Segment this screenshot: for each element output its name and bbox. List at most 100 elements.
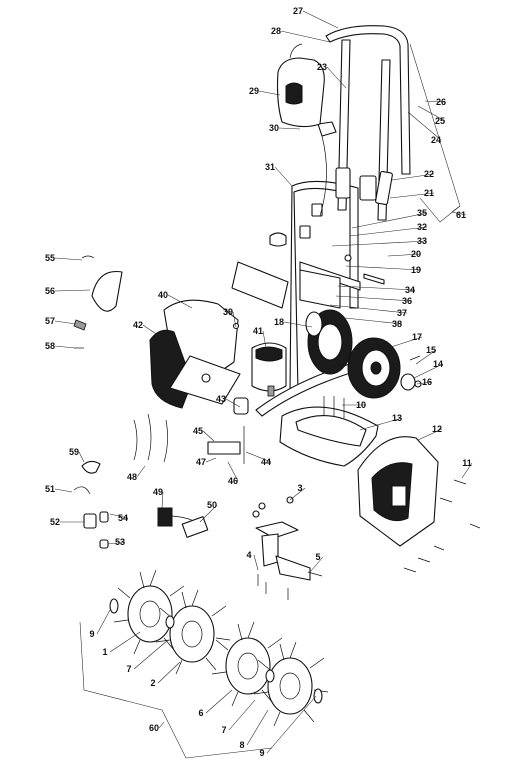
leader-line-20 xyxy=(387,253,422,257)
side-cover xyxy=(357,436,439,547)
leader-line-29 xyxy=(258,90,281,96)
callout-11: 11 xyxy=(462,458,472,468)
leader-line-17 xyxy=(387,336,423,349)
callout-17: 17 xyxy=(412,332,422,342)
leader-line-33 xyxy=(331,240,428,247)
callout-34: 34 xyxy=(405,285,415,295)
wheel-left xyxy=(305,309,353,375)
callout-43: 43 xyxy=(216,394,226,404)
leader-line-21 xyxy=(389,192,435,199)
leader-line-12 xyxy=(417,428,443,441)
callout-1: 1 xyxy=(102,647,107,657)
leader-line-3 xyxy=(289,487,306,501)
leader-line-51 xyxy=(54,488,73,493)
callout-24: 24 xyxy=(431,135,441,145)
leader-line-16 xyxy=(416,381,433,385)
callout-19: 19 xyxy=(411,265,421,275)
callout-28: 28 xyxy=(271,26,281,36)
callout-12: 12 xyxy=(432,424,442,434)
callout-52: 52 xyxy=(50,517,60,527)
callout-15: 15 xyxy=(426,345,436,355)
leader-line-36 xyxy=(335,295,413,302)
leader-line-44 xyxy=(245,451,272,463)
leader-line-25 xyxy=(417,105,446,122)
leader-line-55 xyxy=(54,257,83,261)
leader-line-56 xyxy=(54,289,91,292)
leader-line-39 xyxy=(232,311,237,328)
callout-51: 51 xyxy=(45,484,55,494)
callout-leaders xyxy=(54,10,473,754)
callout-2: 2 xyxy=(150,678,155,688)
callout-58: 58 xyxy=(45,341,55,351)
leader-line-9 xyxy=(266,695,317,754)
leader-line-34 xyxy=(337,285,416,291)
callout-7: 7 xyxy=(126,664,131,674)
tine-8 xyxy=(253,641,329,727)
callout-18: 18 xyxy=(274,317,284,327)
leader-line-22 xyxy=(391,173,435,181)
wiring xyxy=(73,413,209,549)
callout-56: 56 xyxy=(45,286,55,296)
motor-housing xyxy=(149,299,241,409)
leader-line-9 xyxy=(96,609,111,635)
leader-line-8 xyxy=(246,709,269,746)
wheel-right xyxy=(347,337,422,399)
leader-line-32 xyxy=(349,226,428,237)
switch-parts xyxy=(207,397,249,464)
motor xyxy=(251,342,287,397)
leader-line-58 xyxy=(54,345,76,349)
callout-5: 5 xyxy=(315,552,320,562)
callout-40: 40 xyxy=(158,290,168,300)
leader-line-7 xyxy=(228,699,256,731)
callout-14: 14 xyxy=(433,359,443,369)
callout-6: 6 xyxy=(198,708,203,718)
callout-26: 26 xyxy=(436,97,446,107)
leader-line-19 xyxy=(345,265,422,271)
callout-31: 31 xyxy=(265,162,275,172)
oil-bottle xyxy=(276,43,325,128)
callout-32: 32 xyxy=(417,222,427,232)
callout-61: 61 xyxy=(456,210,466,220)
callout-42: 42 xyxy=(133,320,143,330)
leader-line-31 xyxy=(274,166,293,187)
callout-49: 49 xyxy=(153,487,163,497)
leader-line-2 xyxy=(157,661,181,684)
callout-21: 21 xyxy=(424,188,434,198)
callout-8: 8 xyxy=(239,740,244,750)
callout-27: 27 xyxy=(293,6,303,16)
callout-9: 9 xyxy=(89,629,94,639)
mount-plate xyxy=(231,254,385,309)
callout-3: 3 xyxy=(297,483,302,493)
cover-56 xyxy=(73,255,123,349)
callout-60: 60 xyxy=(149,723,159,733)
tine-guard xyxy=(279,396,379,467)
leader-line-6 xyxy=(205,689,233,714)
leader-line-37 xyxy=(329,304,408,314)
callout-10: 10 xyxy=(356,400,366,410)
leader-line-42 xyxy=(142,324,163,339)
screws-11 xyxy=(403,479,481,573)
callout-36: 36 xyxy=(402,296,412,306)
callout-46: 46 xyxy=(228,476,238,486)
tine-caps xyxy=(109,598,323,704)
leader-line-59 xyxy=(78,451,85,463)
callout-16: 16 xyxy=(422,377,432,387)
leader-line-41 xyxy=(262,330,267,349)
leader-line-46 xyxy=(227,461,239,482)
callout-4: 4 xyxy=(246,550,251,560)
tine-2 xyxy=(155,589,231,675)
callout-45: 45 xyxy=(193,426,203,436)
callout-48: 48 xyxy=(127,472,137,482)
callout-20: 20 xyxy=(411,249,421,259)
leader-line-27 xyxy=(302,10,339,29)
tine-6 xyxy=(211,621,287,707)
leader-line-40 xyxy=(167,294,193,309)
leader-line-53 xyxy=(107,541,126,545)
callout-23: 23 xyxy=(317,62,327,72)
leader-line-30 xyxy=(278,127,301,130)
leader-line-35 xyxy=(351,212,428,229)
callout-44: 44 xyxy=(261,457,271,467)
callout-29: 29 xyxy=(249,86,259,96)
handle-frame xyxy=(255,25,411,417)
